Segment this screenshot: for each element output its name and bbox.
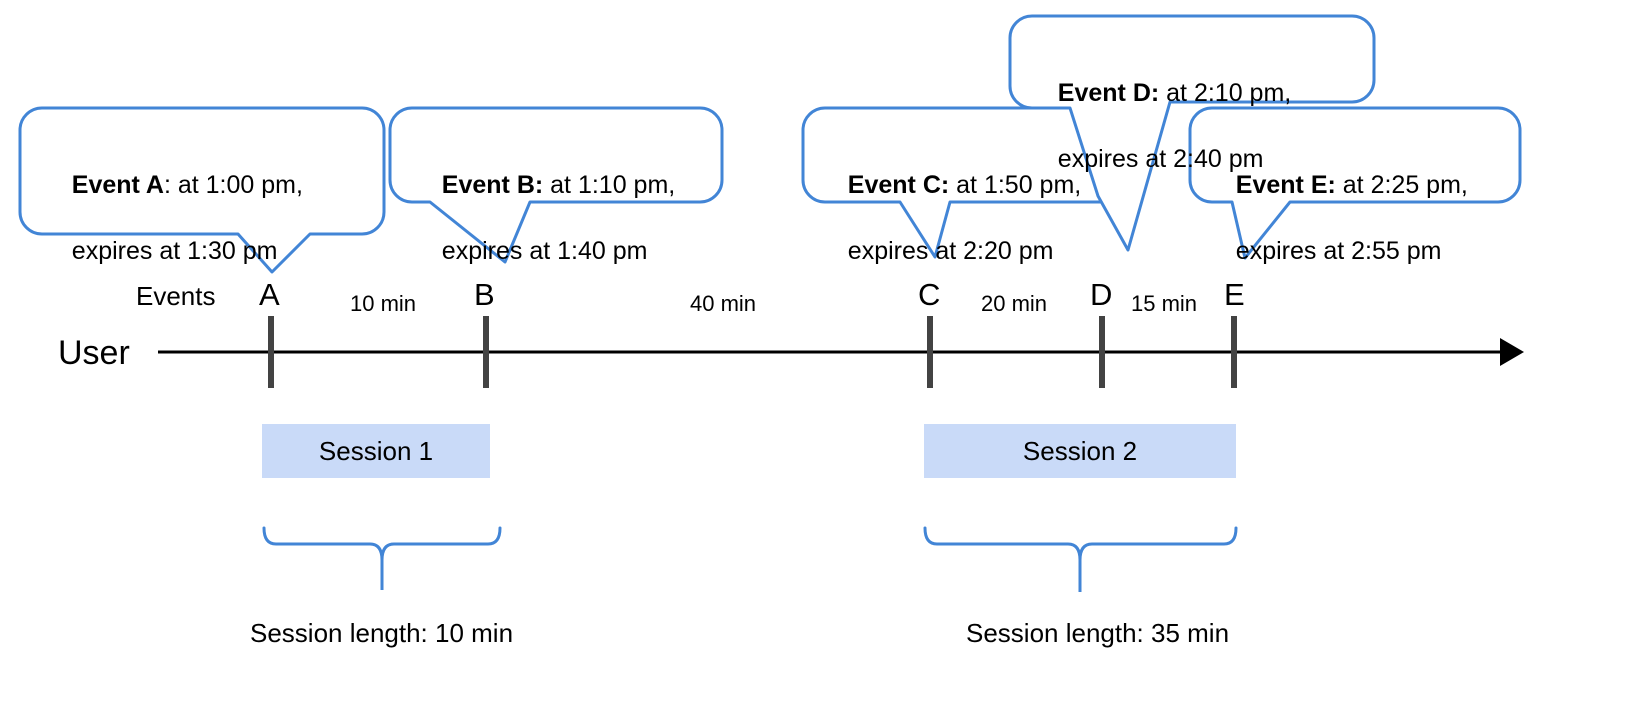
gap-label-d-e: 15 min <box>1131 291 1198 316</box>
callout-d-line2: expires at 2:40 pm <box>1057 145 1264 173</box>
session-bar-1-label: Session 1 <box>318 435 434 466</box>
callout-c-line2: expires at 2:20 pm <box>847 237 1054 265</box>
callout-c-text: Event C: at 1:50 pm, expires at 2:20 pm <box>820 136 1150 301</box>
callout-c-rest: at 1:50 pm, <box>949 171 1082 199</box>
callout-b-line2: expires at 1:40 pm <box>441 237 648 265</box>
callout-a-text: Event A: at 1:00 pm, expires at 1:30 pm <box>44 136 374 301</box>
callout-e-text: Event E: at 2:25 pm, expires at 2:55 pm <box>1208 136 1538 301</box>
session-bar-1: Session 1 <box>262 424 490 478</box>
gap-label-b-c: 40 min <box>690 291 757 316</box>
callout-b-bold: Event B: <box>441 171 544 199</box>
callout-a-bold: Event A <box>71 171 164 199</box>
timeline-axis <box>158 338 1524 366</box>
callout-e-bold: Event E: <box>1235 171 1336 199</box>
session-bar-2-label: Session 2 <box>1022 435 1138 466</box>
callout-e-rest: at 2:25 pm, <box>1335 171 1468 199</box>
tick-label-e: E <box>1224 277 1245 312</box>
callout-event-b <box>388 106 724 264</box>
gap-label-c-d: 20 min <box>981 291 1048 316</box>
session-bar-2: Session 2 <box>924 424 1236 478</box>
tick-label-b: B <box>474 277 495 312</box>
events-row-label: Events <box>136 281 216 311</box>
callout-event-e <box>1188 106 1522 260</box>
brace-session-2 <box>923 526 1238 592</box>
tick-label-a: A <box>259 277 280 312</box>
session-length-1: Session length: 10 min <box>250 618 514 648</box>
lane-label-user: User <box>58 334 130 372</box>
callout-d-text: Event D: at 2:10 pm, expires at 2:40 pm <box>1030 44 1370 209</box>
callout-e-shape <box>1188 106 1522 260</box>
callout-a-rest: : at 1:00 pm, <box>163 171 303 199</box>
callout-a-shape <box>18 106 386 274</box>
callout-b-shape <box>388 106 724 264</box>
tick-marks <box>268 316 1237 388</box>
gap-label-a-b: 10 min <box>350 291 417 316</box>
brace-session-1-path <box>262 526 502 562</box>
tick-label-c: C <box>918 277 941 312</box>
callout-c-bold: Event C: <box>847 171 950 199</box>
callout-event-a <box>18 106 386 274</box>
callout-b-rest: at 1:10 pm, <box>543 171 676 199</box>
tick-label-d: D <box>1090 277 1113 312</box>
callout-b-text: Event B: at 1:10 pm, expires at 1:40 pm <box>414 136 744 301</box>
axis-arrowhead <box>1500 338 1524 366</box>
callout-event-d <box>1008 14 1376 252</box>
callout-d-bold: Event D: <box>1057 79 1160 107</box>
brace-session-1 <box>262 526 502 590</box>
callout-d-rest: at 2:10 pm, <box>1159 79 1292 107</box>
brace-session-2-path <box>923 526 1238 562</box>
session-length-2: Session length: 35 min <box>966 618 1230 648</box>
callout-e-line2: expires at 2:55 pm <box>1235 237 1442 265</box>
callout-d-shape <box>1008 14 1376 252</box>
callout-a-line2: expires at 1:30 pm <box>71 237 278 265</box>
